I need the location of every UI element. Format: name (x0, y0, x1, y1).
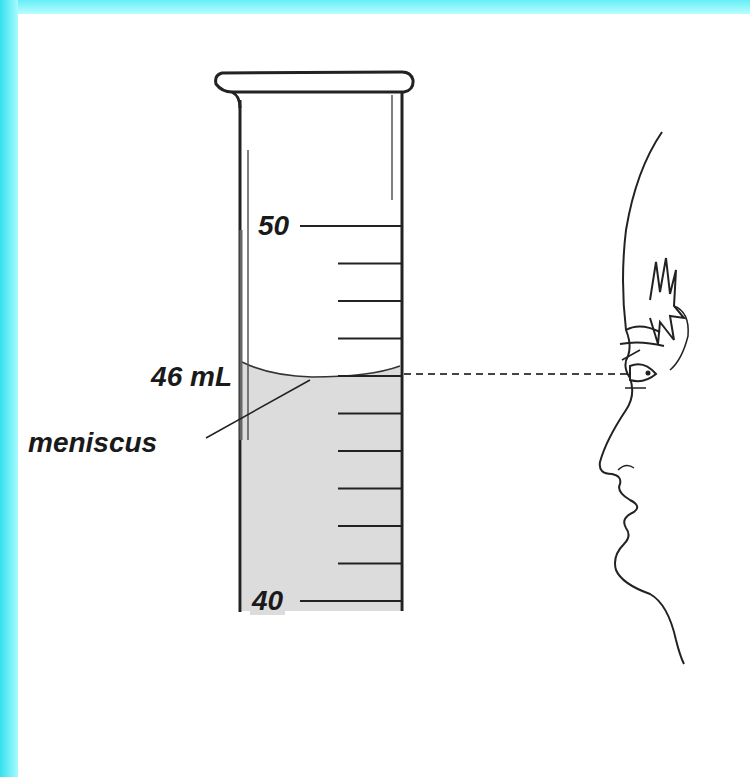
face-profile (600, 132, 684, 664)
part-label: meniscus (26, 429, 159, 457)
graduation-tick (338, 563, 401, 565)
graduation-mark (300, 600, 401, 602)
hair (650, 258, 684, 344)
graduation-tick (338, 450, 401, 452)
meniscus-curve (242, 362, 400, 377)
glass-highlight (240, 230, 243, 440)
line-of-sight (404, 373, 636, 375)
graduation-tick (338, 525, 401, 527)
ear (670, 306, 688, 370)
cylinder-lip (216, 72, 413, 92)
top-band (0, 0, 750, 14)
liquid (242, 362, 400, 611)
scale-number: 40 (250, 587, 285, 615)
eyelid (622, 350, 646, 388)
graduation-tick (338, 413, 401, 415)
glass-highlight (247, 150, 249, 440)
graduation-ticks (338, 264, 401, 564)
pupil (646, 371, 651, 376)
cylinder-wall (239, 100, 242, 612)
scale-number: 50 (256, 212, 291, 240)
graduation-tick (338, 338, 401, 340)
glass-highlight (391, 95, 393, 200)
nostril (618, 465, 634, 470)
ground (18, 14, 750, 777)
graduation-tick (338, 375, 401, 377)
eye (630, 364, 656, 381)
graduation-tick (338, 300, 401, 302)
graduation-mark (300, 225, 401, 227)
reading-label: 46 mL (149, 363, 234, 391)
graduation-tick (338, 488, 401, 490)
graduation-tick (338, 263, 401, 265)
cylinder-wall (401, 92, 404, 611)
left-band (0, 0, 18, 777)
